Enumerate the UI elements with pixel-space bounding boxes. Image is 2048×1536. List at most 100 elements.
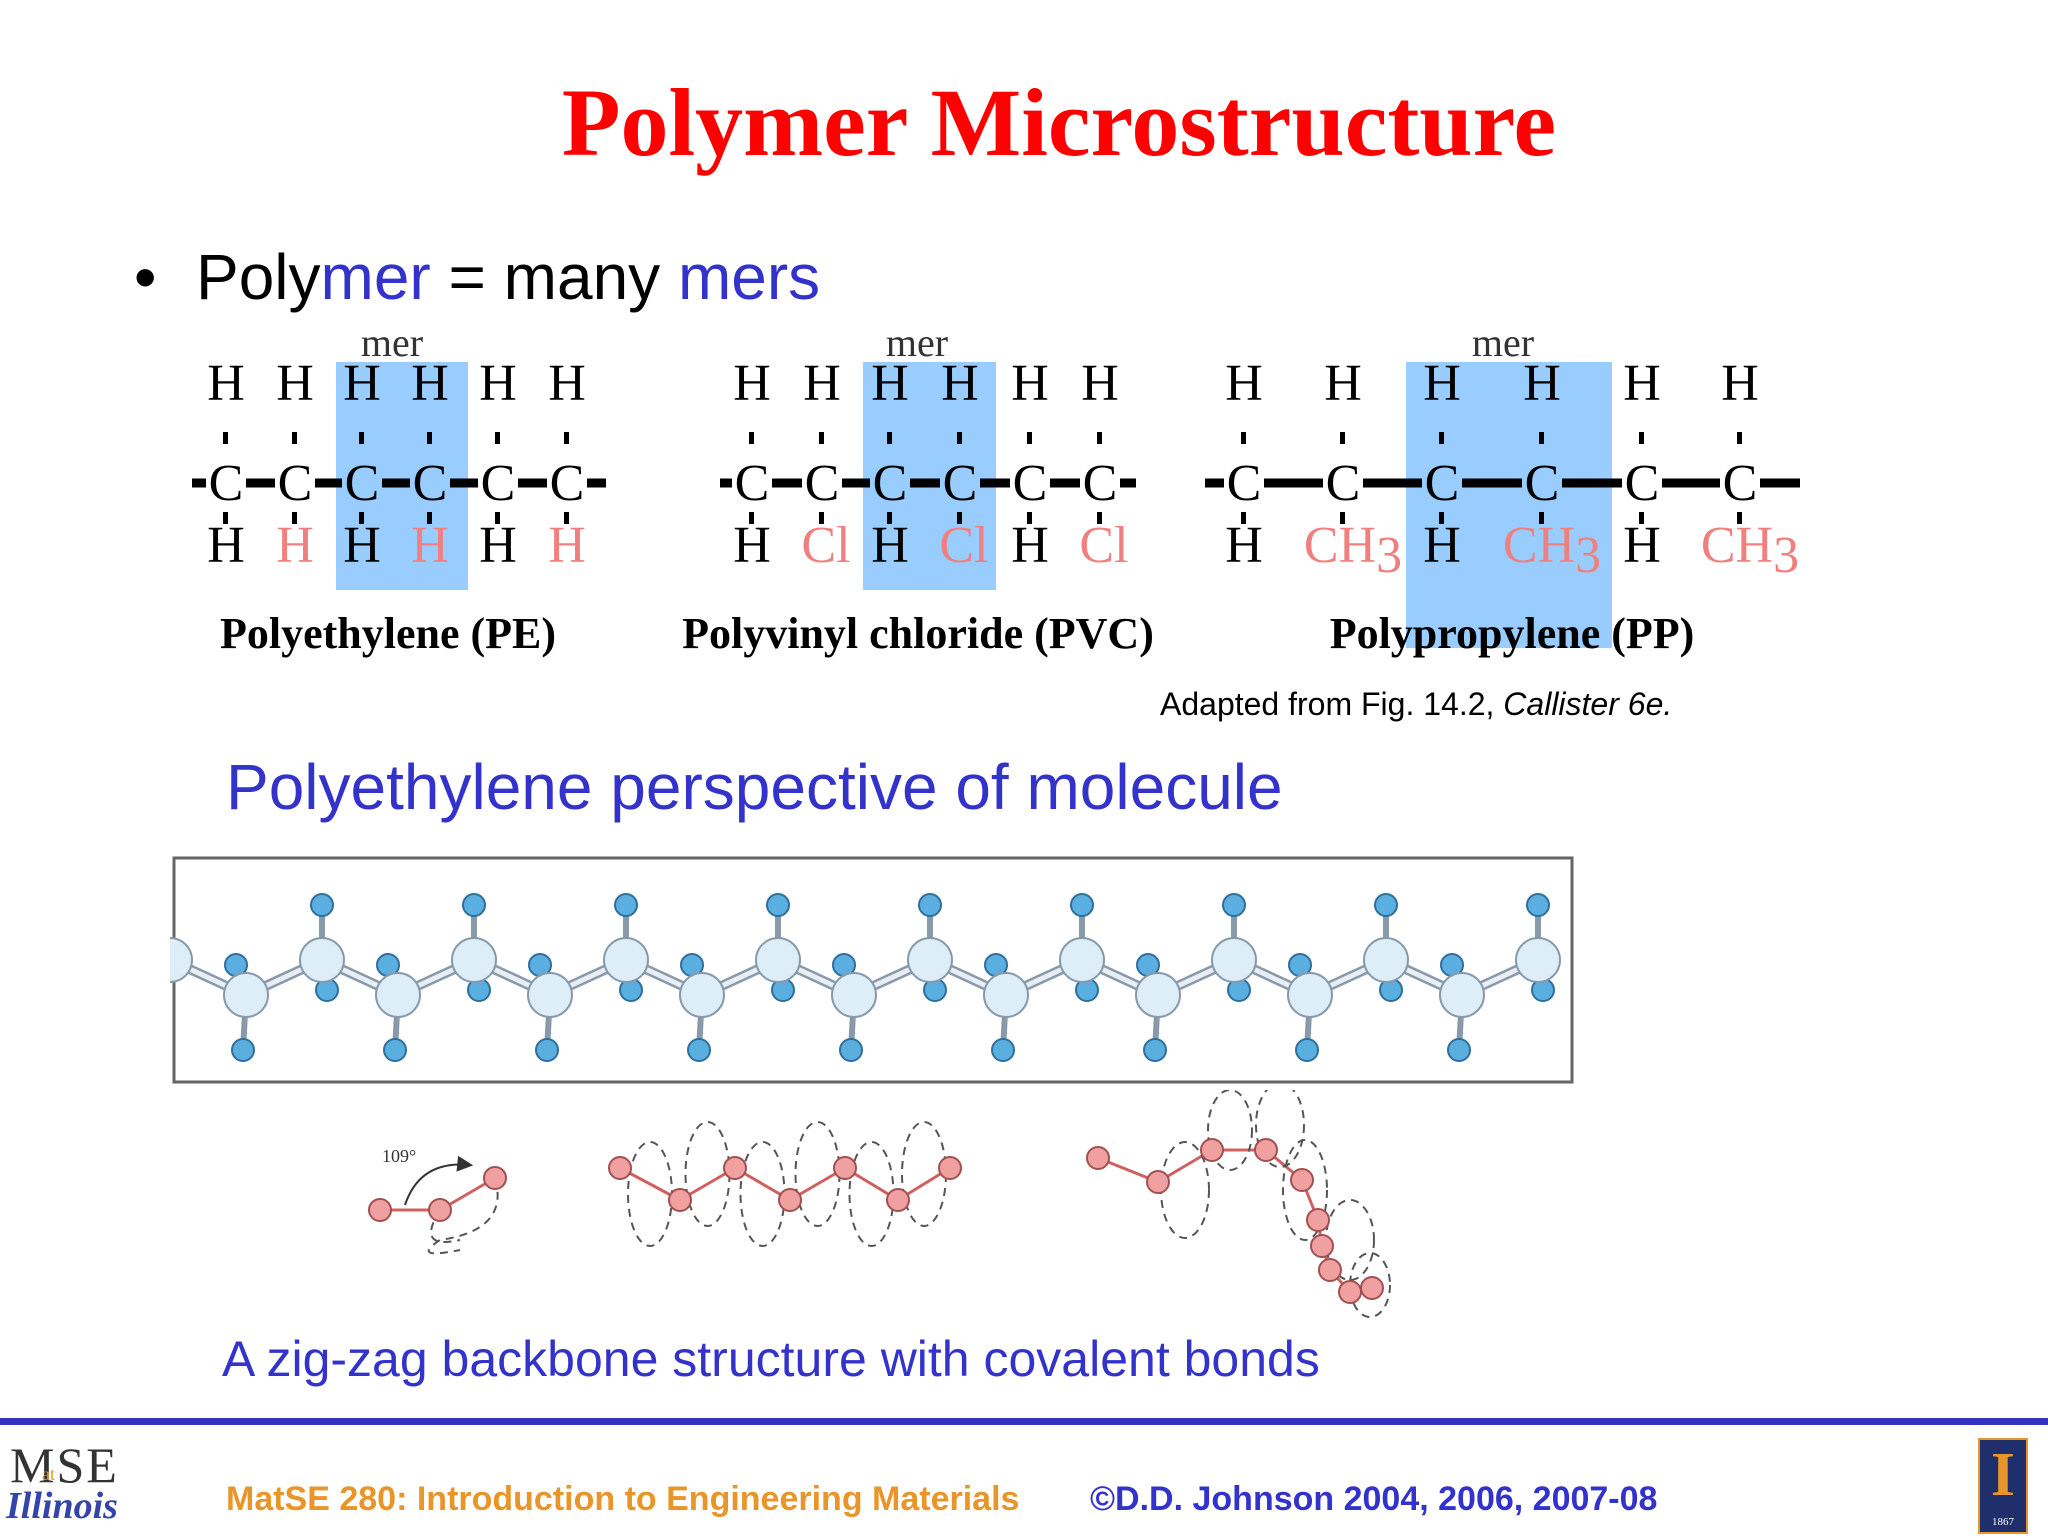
pe-carbon-bg: [275, 458, 315, 508]
chain-bead: [1306, 1208, 1330, 1232]
university-seal: I 1867: [1978, 1438, 2028, 1534]
chain-bead: [1290, 1168, 1314, 1192]
hydrogen-atom: [1447, 1038, 1471, 1062]
pe-top-h: H: [548, 355, 586, 412]
logo-at-text: at: [42, 1464, 55, 1484]
pvc-top-h: H: [1011, 355, 1049, 412]
chain-bead: [778, 1188, 802, 1212]
hydrogen-atom: [383, 1038, 407, 1062]
conformation-zigzag: [608, 1121, 962, 1247]
pvc-bond-tick: [957, 512, 962, 524]
slide-title: Polymer Microstructure: [561, 69, 1557, 176]
pvc-bottom-h: H: [871, 517, 909, 574]
chain-bead: [723, 1156, 747, 1180]
carbon-atom: [451, 937, 497, 983]
pe-carbon: C: [209, 455, 244, 512]
seal-year: 1867: [1992, 1516, 2014, 1528]
pe-bond-tick: [495, 512, 500, 524]
pvc-bottom-h: H: [1011, 517, 1049, 574]
hydrogen-atom: [1222, 893, 1246, 917]
pvc-carbon-bg: [870, 458, 910, 508]
carbon-atom: [831, 972, 877, 1018]
pe-top-h: H: [479, 355, 517, 412]
pp-bond-tick: [1241, 432, 1246, 444]
chain-bead: [886, 1188, 910, 1212]
pp-bottom-ch3: CH3: [1304, 517, 1402, 584]
pp-carbon-bg: [1224, 458, 1264, 508]
polyethylene-chain: [170, 893, 1561, 1062]
polymer-formulas-figure: mer mer mer HCHHCHHCHHCHHCHHCHHCHHCClHCH…: [192, 320, 1800, 658]
pp-top-h: H: [1324, 355, 1362, 412]
logo-mse-text: MSE: [10, 1437, 119, 1493]
pvc-mer-label: mer: [886, 320, 948, 365]
pp-carbon: C: [1326, 455, 1361, 512]
hydrogen-atom: [1070, 893, 1094, 917]
credit-source: Callister 6e.: [1503, 686, 1673, 722]
carbon-atom: [375, 972, 421, 1018]
pp-carbon: C: [1227, 455, 1262, 512]
bullet-part-equals: = many: [430, 241, 678, 313]
pvc-bond-tick: [1097, 432, 1102, 444]
pvc-top-h: H: [733, 355, 771, 412]
carbon-atom: [1439, 972, 1485, 1018]
bullet-dot: •: [134, 241, 157, 313]
pp-bond-tick: [1439, 432, 1444, 444]
pe-top-h: H: [276, 355, 314, 412]
rotation-cone: [1349, 1252, 1391, 1318]
pp-bond-tick: [1439, 512, 1444, 524]
pp-mer-label: mer: [1472, 320, 1534, 365]
pvc-bond-tick: [1097, 512, 1102, 524]
pp-bottom-ch3: CH3: [1503, 517, 1601, 584]
pe-bottom-h-sub: H: [276, 517, 314, 574]
pe-bottom-h: H: [343, 517, 381, 574]
carbon-atom: [527, 972, 573, 1018]
seal-letter: I: [1990, 1441, 2016, 1509]
pe-carbon-bg: [478, 458, 518, 508]
pe-bottom-h: H: [207, 517, 245, 574]
pvc-carbon: C: [805, 455, 840, 512]
carbon-atom: [223, 972, 269, 1018]
pp-bond-tick: [1340, 432, 1345, 444]
pp-bond-tick: [1539, 512, 1544, 524]
rotation-cone: [1255, 1090, 1305, 1168]
rotation-cone: [1160, 1141, 1210, 1239]
credit-prefix: Adapted from Fig. 14.2,: [1160, 686, 1504, 722]
pe-carbon-bg: [410, 458, 450, 508]
carbon-atom: [1363, 937, 1409, 983]
carbon-atom: [299, 937, 345, 983]
carbon-atom: [983, 972, 1029, 1018]
pvc-bottom-cl: Cl: [939, 517, 988, 574]
pp-carbon-bg: [1323, 458, 1363, 508]
pp-bond-tick: [1737, 432, 1742, 444]
carbon-atom: [1515, 937, 1561, 983]
pp-top-h: H: [1423, 355, 1461, 412]
chain-bead: [938, 1156, 962, 1180]
pe-top-h: H: [411, 355, 449, 412]
pe-bottom-h-sub: H: [548, 517, 586, 574]
carbon-atom: [170, 937, 193, 983]
pe-top-h: H: [207, 355, 245, 412]
pe-carbon: C: [550, 455, 585, 512]
pvc-carbon-bg: [802, 458, 842, 508]
pp-name: Polypropylene (PP): [1330, 609, 1695, 658]
pp-carbon: C: [1723, 455, 1758, 512]
chain-bead: [1310, 1234, 1334, 1258]
pe-bond-tick: [495, 432, 500, 444]
carbon-atom: [1211, 937, 1257, 983]
pe-bond-tick: [427, 512, 432, 524]
perspective-heading: Polyethylene perspective of molecule: [226, 751, 1283, 823]
hydrogen-atom: [766, 893, 790, 917]
pe-carbon-bg: [342, 458, 382, 508]
formula-atoms: HCHHCHHCHHCHHCHHCHHCHHCClHCHHCClHCHHCClH…: [206, 355, 1799, 584]
pvc-bond-tick: [887, 432, 892, 444]
pp-carbon-bg: [1720, 458, 1760, 508]
pp-bottom-h: H: [1423, 517, 1461, 574]
carbon-atom: [1135, 972, 1181, 1018]
pvc-bottom-h: H: [733, 517, 771, 574]
pp-carbon: C: [1525, 455, 1560, 512]
carbon-atom: [603, 937, 649, 983]
pp-bond-tick: [1340, 512, 1345, 524]
carbon-atom: [1287, 972, 1333, 1018]
pe-bond-tick: [564, 512, 569, 524]
pe-bond-tick: [427, 432, 432, 444]
